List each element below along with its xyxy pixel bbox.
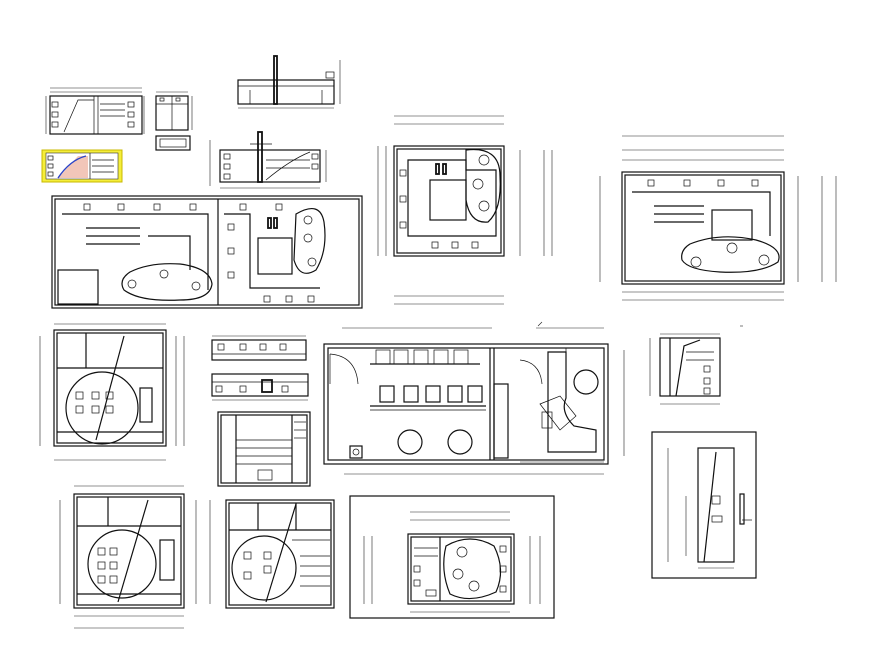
furniture-strip-b	[211, 373, 309, 401]
wall-elevation-left	[39, 323, 185, 461]
wall-elevation-bottom-left	[59, 485, 211, 629]
side-elevation-right	[649, 333, 721, 405]
cabinet-elevation	[155, 91, 193, 151]
ceiling-plan-right	[599, 135, 837, 301]
floor-plan-main	[323, 327, 625, 475]
furniture-strip-a	[211, 335, 307, 361]
tall-elevation-right	[651, 431, 757, 579]
wall-panel-detail	[217, 411, 311, 487]
counter-elevation	[237, 55, 341, 109]
ceiling-plan-center	[377, 115, 553, 305]
ceiling-plan-large	[51, 195, 363, 309]
section-elevation-small	[209, 131, 327, 189]
wall-elevation-bottom-center	[225, 499, 335, 609]
dimension-ticks	[537, 321, 743, 327]
thumbnail-detail	[41, 149, 123, 183]
ceiling-plan-bottom	[349, 495, 555, 619]
elevation-top-left	[45, 87, 145, 135]
